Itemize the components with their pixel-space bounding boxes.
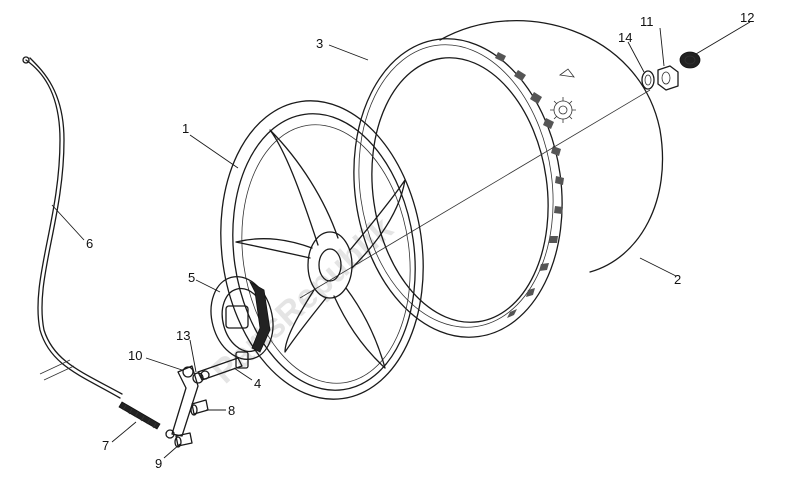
callout-4: 4: [254, 376, 261, 391]
callout-2: 2: [674, 272, 681, 287]
axle-washer: [641, 70, 655, 90]
brake-cable: [22, 56, 123, 399]
callout-13: 13: [176, 328, 190, 343]
callout-5: 5: [188, 270, 195, 285]
rim-hub: [307, 231, 353, 299]
callout-9: 9: [155, 456, 162, 471]
axle-line: [299, 89, 651, 299]
gear-icon: [550, 97, 576, 123]
adjuster-bushing: [174, 432, 193, 448]
callout-1: 1: [182, 121, 189, 136]
callout-12: 12: [740, 10, 754, 25]
brake-camshaft: [197, 351, 249, 381]
rim-spokes: [235, 129, 406, 369]
lever-bolt: [192, 370, 210, 384]
callout-6: 6: [86, 236, 93, 251]
brake-shoe-assembly: [210, 276, 274, 360]
leader-lines: [51, 21, 751, 459]
tire-tread: [495, 52, 564, 318]
callout-11: 11: [640, 14, 654, 29]
rim: [220, 100, 424, 400]
callout-14: 14: [618, 30, 632, 45]
callout-7: 7: [102, 438, 109, 453]
callout-3: 3: [316, 36, 323, 51]
axle-cap: [679, 51, 701, 69]
tire: [353, 38, 564, 338]
callout-10: 10: [128, 348, 142, 363]
pivot-pin: [190, 399, 209, 416]
callout-numbers: 1 2 3 4 5 6 7 8 9 10 11 12 13 14: [86, 10, 754, 471]
brake-spring: [118, 401, 161, 430]
axle-nut: [657, 65, 679, 91]
tire-rear-outline: [439, 20, 664, 273]
watermark: PartsRepublik: [205, 210, 400, 391]
callout-8: 8: [228, 403, 235, 418]
brake-lever: [165, 365, 199, 439]
